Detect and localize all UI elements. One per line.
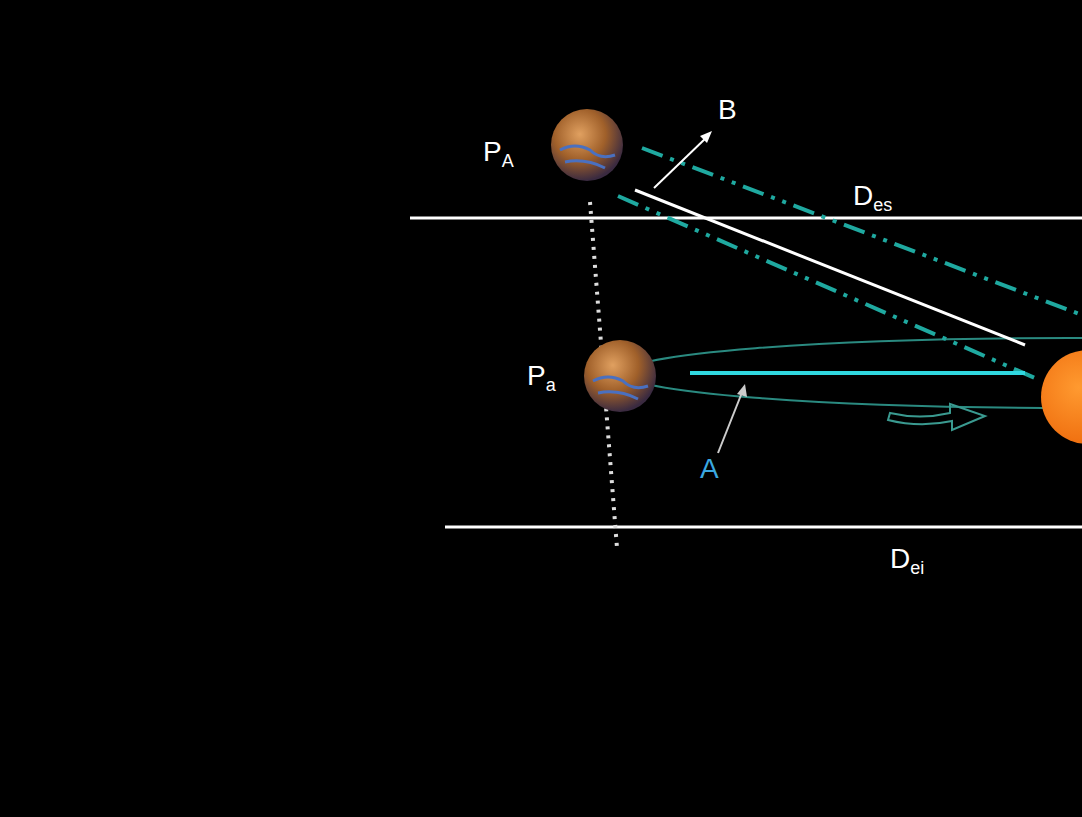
- leader-line: [654, 136, 708, 188]
- planet-label: Pa: [527, 362, 556, 394]
- upper-line: [410, 217, 1082, 220]
- planet: [584, 340, 656, 412]
- leader-line: [718, 390, 743, 453]
- lower-line: [445, 526, 1082, 529]
- planet-label: PA: [483, 138, 514, 170]
- callout-letter: A: [700, 455, 719, 483]
- planet: [551, 109, 623, 181]
- white-line: [635, 190, 1025, 345]
- line-label: Des: [853, 182, 892, 214]
- cyan-line: [690, 371, 1025, 375]
- callout-letter: B: [718, 96, 737, 124]
- orbit: [625, 338, 1082, 408]
- sight-line: [618, 196, 1035, 378]
- line-label: Dei: [890, 545, 924, 577]
- arrowhead: [700, 131, 712, 143]
- sun: [1041, 350, 1082, 444]
- arrowhead: [737, 384, 747, 397]
- sight-line: [642, 148, 1082, 315]
- motion-arrow: [888, 404, 985, 430]
